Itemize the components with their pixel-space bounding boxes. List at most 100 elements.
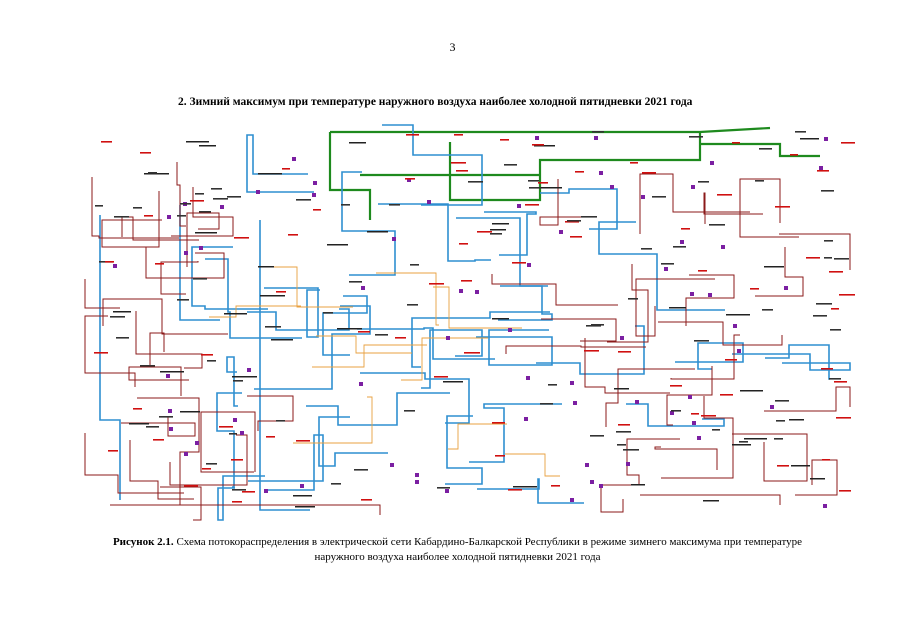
flow-mark [323, 312, 333, 314]
flow-mark [500, 139, 509, 141]
substation-node [392, 237, 396, 241]
flow-mark [232, 501, 242, 503]
line-110kv [764, 386, 851, 412]
bus-bar [144, 173, 169, 175]
line-110kv [661, 396, 734, 479]
substation-node [300, 484, 304, 488]
bus-bar [791, 465, 810, 467]
substation-node [784, 286, 788, 290]
line-110kv [137, 397, 200, 505]
lines-500kv [328, 126, 820, 220]
flow-mark [701, 415, 716, 417]
bus-bar [199, 145, 216, 147]
flow-mark [623, 449, 639, 451]
line-330kv [421, 329, 483, 389]
bus-bar [129, 423, 149, 425]
flow-mark [492, 422, 505, 424]
flow-mark [570, 236, 582, 238]
line-330kv [247, 308, 350, 331]
line-330kv [411, 311, 550, 368]
substation-node [641, 195, 645, 199]
substation-node [184, 251, 188, 255]
flow-mark [110, 316, 125, 318]
flow-mark [437, 487, 450, 489]
bus-bar [260, 295, 285, 297]
line-330kv [477, 478, 584, 504]
line-35kv [376, 272, 439, 326]
flow-mark [133, 408, 142, 410]
substation-node [508, 328, 512, 332]
substation-node [823, 504, 827, 508]
flow-mark [266, 436, 275, 438]
flow-mark [525, 204, 539, 206]
flow-mark [822, 459, 830, 461]
bus-bar [258, 266, 274, 268]
flow-mark [508, 489, 522, 491]
flow-mark [464, 352, 480, 354]
substation-node [626, 462, 630, 466]
line-110kv [110, 504, 381, 515]
flow-mark [691, 413, 699, 415]
flow-mark [94, 352, 108, 354]
flow-mark [618, 424, 630, 426]
line-110kv [121, 416, 196, 437]
flow-mark [834, 258, 849, 260]
flow-mark [824, 257, 832, 259]
substation-node [166, 374, 170, 378]
substation-node [427, 200, 431, 204]
substation-node [415, 473, 419, 477]
line-110kv [505, 345, 646, 354]
line-500kv [328, 132, 372, 220]
flow-mark [739, 441, 748, 443]
flow-mark [207, 360, 216, 362]
flow-mark [105, 261, 114, 263]
substation-node [733, 324, 737, 328]
flow-mark [407, 304, 418, 306]
line-330kv [264, 287, 320, 338]
flow-mark [709, 224, 725, 226]
line-110kv [605, 368, 695, 427]
bus-bar [337, 328, 362, 330]
flow-mark [116, 337, 129, 339]
line-35kv [433, 286, 522, 329]
bus-bar [614, 388, 629, 390]
flow-mark [265, 326, 281, 328]
bus-bar [703, 500, 719, 502]
bus-bar [367, 231, 388, 233]
line-500kv [700, 142, 820, 158]
line-110kv [247, 395, 294, 431]
flow-mark [641, 248, 652, 250]
substation-nodes [113, 136, 828, 508]
flow-mark [618, 351, 631, 353]
flow-mark [540, 403, 553, 405]
flow-mark [231, 459, 243, 461]
flow-mark [592, 131, 604, 133]
line-110kv [654, 446, 718, 470]
flow-mark [630, 162, 638, 164]
flow-mark [698, 270, 707, 272]
flow-mark [586, 325, 601, 327]
flow-mark [410, 264, 419, 266]
flow-mark [698, 181, 709, 183]
flow-mark [229, 433, 237, 435]
flow-mark [227, 196, 241, 198]
line-330kv [322, 295, 368, 356]
substation-node [264, 489, 268, 493]
bus-bar [160, 371, 184, 373]
flow-mark [616, 431, 631, 433]
power-flow-diagram [80, 120, 855, 525]
flow-mark [354, 469, 368, 471]
substation-node [570, 498, 574, 502]
flow-mark [358, 331, 370, 333]
flow-mark [349, 281, 362, 283]
substation-node [710, 161, 714, 165]
flow-mark [199, 211, 211, 213]
line-330kv [626, 403, 725, 427]
flow-mark [717, 194, 732, 196]
line-110kv [739, 178, 799, 238]
flow-mark [95, 205, 103, 207]
substation-node [664, 267, 668, 271]
bus-bar [232, 376, 257, 378]
line-330kv [99, 215, 121, 500]
flow-mark [775, 206, 790, 208]
